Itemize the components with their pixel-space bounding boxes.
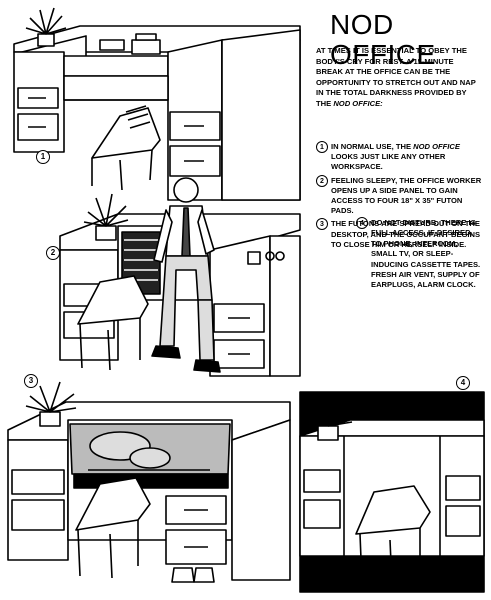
step-text-part: LOOKS JUST LIKE ANY OTHER WORKSPACE. [331, 152, 446, 172]
step-1: 1 IN NORMAL USE, THE NOD OFFICE LOOKS JU… [316, 141, 484, 173]
intro-text: AT TIMES IT IS ESSENTIAL TO OBEY THE BOD… [316, 46, 482, 110]
intro-body: AT TIMES IT IS ESSENTIAL TO OBEY THE BOD… [316, 46, 476, 108]
step-number: 4 [356, 217, 368, 229]
panel-label-2: 2 [46, 246, 60, 260]
page-title: NOD OFFICE [330, 9, 436, 70]
step-3: 3 THE FUTONS ARE SPREAD OUT ON THE DESKT… [316, 218, 484, 250]
panel-label-4: 4 [456, 376, 470, 390]
step-text: DO NOT DISTURB. THERE IS FULL ACCESS, IF… [371, 218, 481, 290]
desk-illustration-2 [59, 177, 301, 377]
panel-label-3: 3 [24, 374, 38, 388]
step-number: 1 [316, 141, 328, 153]
step-text: FEELING SLEEPY, THE OFFICE WORKER OPENS … [331, 175, 482, 216]
step-text-part: IN NORMAL USE, THE [331, 142, 414, 151]
step-4: 4 DO NOT DISTURB. THERE IS FULL ACCESS, … [356, 217, 484, 291]
desk-illustration-1 [13, 7, 301, 201]
step-2: 2 FEELING SLEEPY, THE OFFICE WORKER OPEN… [316, 174, 484, 217]
step-text: THE FUTONS ARE SPREAD OUT ON THE DESKTOP… [331, 219, 481, 249]
intro-product-name: NOD OFFICE: [333, 98, 383, 108]
steps-list: 1 IN NORMAL USE, THE NOD OFFICE LOOKS JU… [316, 141, 484, 253]
step-number: 3 [316, 218, 328, 231]
step-number: 2 [316, 174, 328, 187]
step-emphasis: NOD OFFICE [413, 142, 460, 151]
desk-illustration-4 [299, 391, 485, 593]
step-text: IN NORMAL USE, THE NOD OFFICE LOOKS JUST… [331, 142, 484, 173]
desk-illustration-3 [7, 381, 291, 583]
panel-label-1: 1 [36, 150, 50, 164]
